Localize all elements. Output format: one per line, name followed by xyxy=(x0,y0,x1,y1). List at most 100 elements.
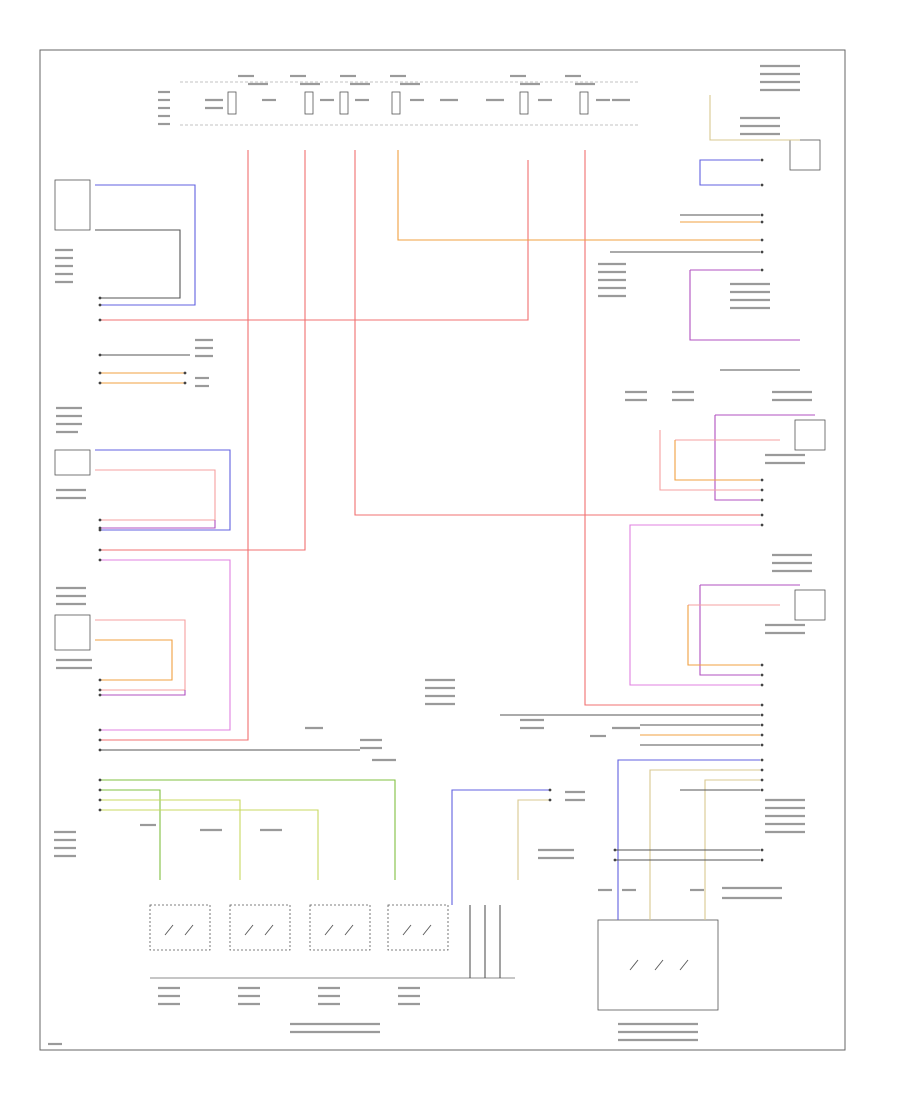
connector-pin-22 xyxy=(760,158,764,162)
connector-pin-36 xyxy=(760,683,764,687)
wire-violet-16 xyxy=(100,690,186,696)
connector-pin-4 xyxy=(98,353,102,357)
wire-tan-43 xyxy=(704,779,760,920)
wire-violet-34 xyxy=(699,585,760,676)
connector-pin-34 xyxy=(760,663,764,667)
connector-pin-20 xyxy=(98,798,102,802)
wire-orange-36 xyxy=(687,605,760,666)
wire-magenta-13 xyxy=(100,559,231,731)
fuse-5 xyxy=(519,91,529,115)
connector-pin-2 xyxy=(98,303,102,307)
connector-pin-28 xyxy=(760,268,764,272)
wire-pink-11 xyxy=(95,469,216,521)
wire-violet-12 xyxy=(100,520,216,529)
connector-pin-39 xyxy=(760,723,764,727)
wire-group xyxy=(95,95,815,978)
fuse-2 xyxy=(304,91,314,115)
wire-grey-9 xyxy=(95,229,181,299)
wire-tan-46 xyxy=(517,799,550,880)
connector-pin-3 xyxy=(98,318,102,322)
switch-pack-1 xyxy=(149,904,211,951)
connector-pin-14 xyxy=(98,693,102,697)
wire-yellowgreen-21 xyxy=(100,809,319,880)
connector-pin-38 xyxy=(760,713,764,717)
connector-pin-50 xyxy=(548,788,552,792)
connector-pin-29 xyxy=(760,478,764,482)
fuse-6 xyxy=(579,91,589,115)
connector-pin-32 xyxy=(760,513,764,517)
connector-pin-25 xyxy=(760,220,764,224)
connector-pin-9 xyxy=(98,528,102,532)
left-rear-window-motor xyxy=(54,449,91,476)
connector-pin-10 xyxy=(98,548,102,552)
connector-pin-8 xyxy=(98,526,102,530)
wire-orange-7 xyxy=(397,150,760,241)
wire-pink-31 xyxy=(659,430,760,491)
wire-blue-10 xyxy=(95,449,231,531)
connector-pin-46 xyxy=(760,848,764,852)
connector-pin-7 xyxy=(98,518,102,522)
wire-yellowgreen-20 xyxy=(100,799,241,880)
left-rear-door-module xyxy=(54,614,91,651)
wire-blue-8 xyxy=(95,184,196,306)
fuse-4 xyxy=(391,91,401,115)
diagram-frame xyxy=(39,49,846,1051)
connector-pin-24 xyxy=(760,213,764,217)
connector-pin-53 xyxy=(613,858,617,862)
switch-contact-11 xyxy=(679,959,689,971)
wire-magenta-32 xyxy=(629,524,760,686)
switch-contact-3 xyxy=(244,924,254,936)
wire-orange-15 xyxy=(95,639,173,681)
connector-group xyxy=(98,158,764,862)
fuse-1 xyxy=(227,91,237,115)
switch-contact-7 xyxy=(402,924,412,936)
fuse-3 xyxy=(339,91,349,115)
switch-contact-6 xyxy=(344,924,354,936)
connector-pin-17 xyxy=(98,748,102,752)
wire-red-3 xyxy=(100,150,306,551)
transmission-range-switch xyxy=(597,919,719,1011)
connector-pin-45 xyxy=(760,788,764,792)
connector-pin-27 xyxy=(760,250,764,254)
label-mark-group xyxy=(48,64,812,1046)
wire-violet-28 xyxy=(714,415,760,501)
rear-window-module xyxy=(54,179,91,231)
wire-pink-14 xyxy=(95,619,186,691)
switch-contact-2 xyxy=(184,924,194,936)
connector-pin-26 xyxy=(760,238,764,242)
switch-packs xyxy=(149,904,449,951)
switch-contact-8 xyxy=(422,924,432,936)
wire-red-6 xyxy=(248,160,529,321)
connector-pin-15 xyxy=(98,728,102,732)
connector-pin-18 xyxy=(98,778,102,782)
wire-orange-30 xyxy=(674,440,760,481)
switch-contact-5 xyxy=(324,924,334,936)
connector-pin-12 xyxy=(98,678,102,682)
wire-tan-24 xyxy=(709,95,800,141)
wire-blue-23 xyxy=(699,159,760,186)
connector-pin-13 xyxy=(98,688,102,692)
right-rear-window-motor xyxy=(794,419,826,451)
connector-pin-44 xyxy=(760,778,764,782)
wire-red-4 xyxy=(354,150,760,516)
switch-pack-4 xyxy=(387,904,449,951)
connector-pin-6 xyxy=(98,381,102,385)
fuse-group xyxy=(227,91,589,115)
connector-pin-47 xyxy=(760,858,764,862)
connector-pin-5 xyxy=(98,371,102,375)
connector-pin-19 xyxy=(98,788,102,792)
connector-pin-52 xyxy=(613,848,617,852)
connector-pin-41 xyxy=(760,743,764,747)
connector-pin-21 xyxy=(98,808,102,812)
wire-red-5 xyxy=(584,150,760,706)
right-door-switch xyxy=(789,139,821,171)
connector-pin-33 xyxy=(760,523,764,527)
switch-contact-9 xyxy=(629,959,639,971)
connector-pin-37 xyxy=(760,703,764,707)
connector-pin-43 xyxy=(760,768,764,772)
connector-pin-31 xyxy=(760,498,764,502)
switch-pack-3 xyxy=(309,904,371,951)
connector-pin-1 xyxy=(98,296,102,300)
